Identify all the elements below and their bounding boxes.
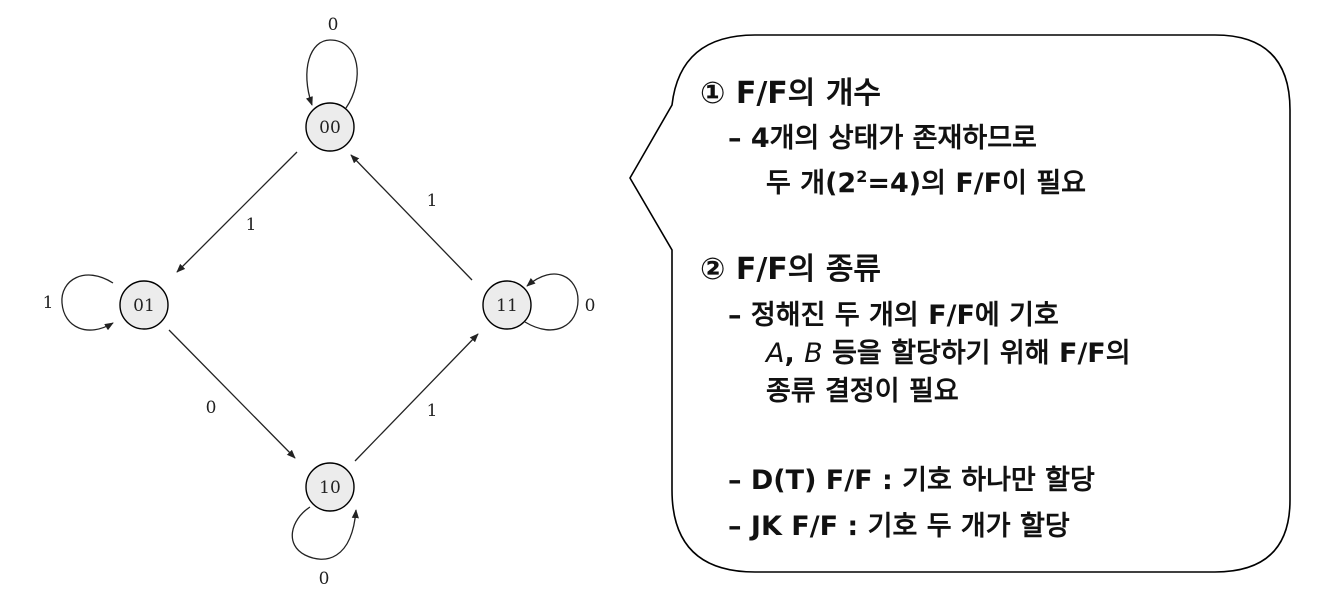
section2-bullet1-line1: – 정해진 두 개의 F/F에 기호 bbox=[728, 300, 1059, 331]
state-label: 10 bbox=[319, 478, 341, 498]
formula-prefix: 두 개(2 bbox=[766, 168, 857, 199]
edge-00-to-01 bbox=[176, 151, 298, 273]
section2-bullet3-text: – JK F/F : 기호 두 개가 할당 bbox=[728, 511, 1070, 542]
self-loop-01 bbox=[61, 274, 114, 331]
label-00-to-01: 1 bbox=[246, 215, 257, 235]
callout-content: ① F/F의 개수 – 4개의 상태가 존재하므로 두 개(22=4)의 F/F… bbox=[690, 68, 1250, 568]
self-loop-10 bbox=[291, 506, 359, 560]
section2-bullet1-line3: 종류 결정이 필요 bbox=[766, 376, 959, 407]
state-11: 11 bbox=[482, 280, 532, 330]
section1-bullet: – 4개의 상태가 존재하므로 두 개(22=4)의 F/F이 필요 bbox=[728, 120, 1086, 203]
edge-10-to-11 bbox=[354, 333, 479, 462]
edge-01-to-10 bbox=[168, 329, 296, 459]
section2-bullet2-text: – D(T) F/F : 기호 하나만 할당 bbox=[728, 465, 1095, 496]
state-01: 01 bbox=[119, 280, 169, 330]
state-label: 11 bbox=[496, 296, 518, 316]
self-loop-11 bbox=[524, 273, 579, 331]
section2-bullet1-line2: A, B 등을 할당하기 위해 F/F의 bbox=[728, 335, 1131, 373]
self-loop-00 bbox=[305, 39, 358, 109]
section1-title: ① F/F의 개수 bbox=[700, 76, 882, 111]
var-a: A bbox=[766, 338, 785, 369]
label-loop-11: 0 bbox=[585, 296, 596, 316]
state-label: 01 bbox=[133, 296, 155, 316]
label-10-to-11: 1 bbox=[427, 401, 438, 421]
label-loop-00: 0 bbox=[328, 15, 339, 35]
state-00: 00 bbox=[305, 102, 355, 152]
section1-bullet-line1: – 4개의 상태가 존재하므로 bbox=[728, 123, 1037, 154]
section2-bullet2: – D(T) F/F : 기호 하나만 할당 bbox=[728, 462, 1095, 500]
var-b: B bbox=[804, 338, 823, 369]
section1-bullet-line2: 두 개(22=4)의 F/F이 필요 bbox=[728, 158, 1086, 203]
formula-suffix: =4)의 F/F이 필요 bbox=[867, 168, 1087, 199]
callout-bubble bbox=[629, 34, 1291, 573]
formula-exponent: 2 bbox=[856, 167, 868, 186]
section2-bullet1: – 정해진 두 개의 F/F에 기호 A, B 등을 할당하기 위해 F/F의 … bbox=[728, 297, 1131, 411]
state-10: 10 bbox=[305, 462, 355, 512]
label-loop-01: 1 bbox=[43, 293, 54, 313]
section2-title: ② F/F의 종류 bbox=[700, 252, 882, 287]
label-11-to-00: 1 bbox=[427, 191, 438, 211]
line2-rest: 등을 할당하기 위해 F/F의 bbox=[822, 338, 1131, 369]
state-label: 00 bbox=[319, 118, 341, 138]
label-loop-10: 0 bbox=[319, 569, 330, 589]
edge-11-to-00 bbox=[350, 154, 473, 281]
comma: , bbox=[784, 338, 805, 369]
section2-bullet3: – JK F/F : 기호 두 개가 할당 bbox=[728, 508, 1070, 546]
label-01-to-10: 0 bbox=[206, 398, 217, 418]
